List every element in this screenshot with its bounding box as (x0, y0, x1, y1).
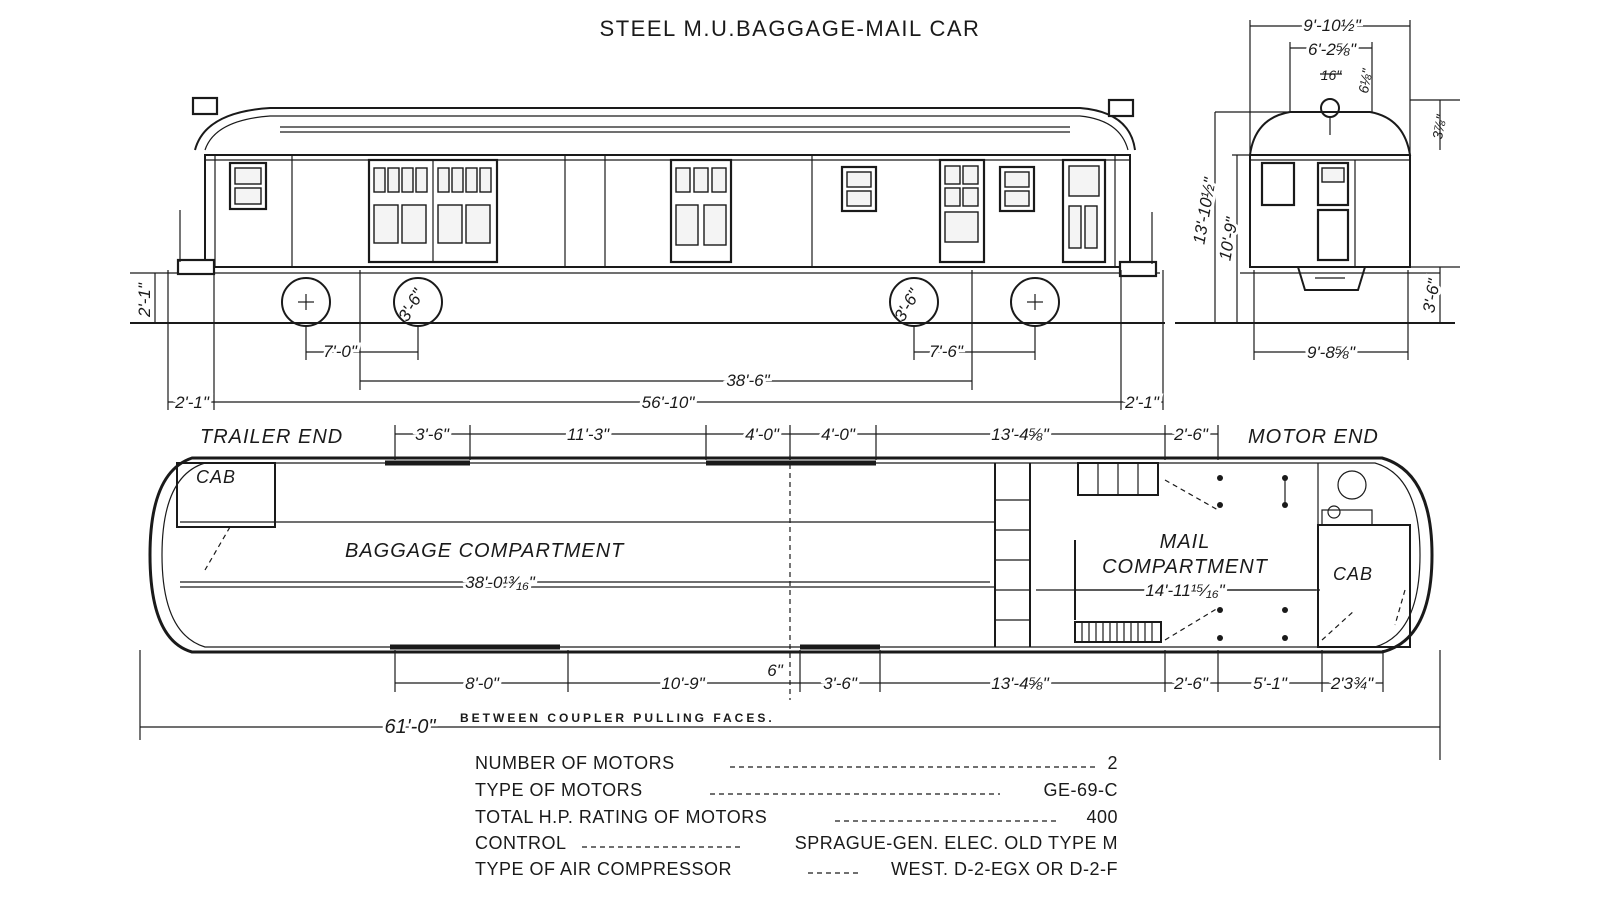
spec-label: TOTAL H.P. RATING OF MOTORS (475, 807, 767, 827)
spec-value: GE-69-C (1043, 780, 1118, 800)
spec-row: TYPE OF AIR COMPRESSOR WEST. D-2-EGX OR … (475, 859, 1118, 879)
dim-headlight: 16" (1321, 67, 1343, 83)
spec-value: 400 (1086, 807, 1118, 827)
spec-label: TYPE OF MOTORS (475, 780, 643, 800)
spec-row: NUMBER OF MOTORS 2 (475, 753, 1118, 773)
cab-left-label: CAB (196, 467, 236, 487)
drawing-title: STEEL M.U.BAGGAGE-MAIL CAR (600, 16, 981, 41)
dim-coupler-height: 2'-1" (135, 282, 154, 318)
plan-top-dim-4: 4'-0" (821, 425, 856, 444)
plan-top-dim-5: 13'-4⅝" (991, 425, 1049, 444)
specifications-table: NUMBER OF MOTORS 2 TYPE OF MOTORS GE-69-… (475, 753, 1118, 879)
dim-height-body: 10'-9" (1215, 215, 1241, 262)
end-elevation: 9'-10½" 6'-2⅝" 16" 6⅛" 3⅞" 13'-10½" 10'-… (1175, 13, 1460, 365)
plan-top-dim-6: 2'-6" (1173, 425, 1209, 444)
spec-row: TOTAL H.P. RATING OF MOTORS 400 (475, 807, 1118, 827)
cab-right-label: CAB (1333, 564, 1373, 584)
overall-length-note: BETWEEN COUPLER PULLING FACES. (460, 711, 775, 725)
plan-top-dim-2: 11'-3" (567, 425, 610, 444)
dim-body-length: 56'-10" (642, 393, 696, 412)
dim-overhang-right: 2'-1" (1124, 393, 1160, 412)
spec-row: CONTROL SPRAGUE-GEN. ELEC. OLD TYPE M (475, 833, 1118, 853)
plan-bottom-dim-3: 6" (767, 661, 783, 680)
plan-top-dim-1: 3'-6" (415, 425, 450, 444)
plan-bottom-dim-5: 13'-4⅝" (991, 674, 1049, 693)
side-elevation: 2'-1" 3'-6" 3'-6" 7'-0" 7'-6" 38'-6" 56'… (130, 96, 1165, 415)
dim-width-bottom: 9'-8⅝" (1307, 343, 1356, 362)
motor-end-label: MOTOR END (1248, 426, 1379, 448)
baggage-length: 38'-0¹³⁄₁₆" (465, 573, 536, 592)
plan-top-dim-3: 4'-0" (745, 425, 780, 444)
plan-bottom-dim-8: 2'3¾" (1330, 674, 1374, 693)
spec-value: WEST. D-2-EGX OR D-2-F (891, 859, 1118, 879)
dim-small-3: 3⅞" (1429, 113, 1449, 141)
spec-value: 2 (1107, 753, 1118, 773)
mail-length: 14'-11¹⁵⁄₁₆" (1145, 581, 1225, 600)
plan-bottom-dim-7: 5'-1" (1253, 674, 1288, 693)
dim-wheelbase-right: 7'-6" (929, 342, 964, 361)
plan-bottom-dim-4: 3'-6" (823, 674, 858, 693)
trailer-end-label: TRAILER END (200, 426, 343, 448)
baggage-compartment-label: BAGGAGE COMPARTMENT (345, 540, 625, 562)
dim-wheel-dia-right: 3'-6" (891, 285, 925, 325)
overall-length: 61'-0" (385, 716, 437, 738)
spec-value: SPRAGUE-GEN. ELEC. OLD TYPE M (795, 833, 1118, 853)
dim-roof-width: 6'-2⅝" (1308, 40, 1357, 59)
mail-label-2: COMPARTMENT (1102, 556, 1269, 578)
spec-row: TYPE OF MOTORS GE-69-C (475, 780, 1118, 800)
plan-view: TRAILER END MOTOR END CAB CAB BAGGAGE CO… (139, 422, 1441, 760)
dim-wheel-dia-left: 3'-6" (395, 285, 429, 325)
plan-bottom-dim-6: 2'-6" (1173, 674, 1209, 693)
plan-bottom-dim-2: 10'-9" (661, 674, 705, 693)
dim-width-top: 9'-10½" (1303, 16, 1361, 35)
spec-label: TYPE OF AIR COMPRESSOR (475, 859, 732, 879)
mail-label-1: MAIL (1160, 531, 1211, 553)
dim-wheelbase-left: 7'-0" (323, 342, 358, 361)
plan-bottom-dim-1: 8'-0" (465, 674, 500, 693)
dim-truck-centers: 38'-6" (726, 371, 770, 390)
dim-small-6: 6⅛" (1355, 67, 1375, 95)
spec-label: NUMBER OF MOTORS (475, 753, 675, 773)
dim-overhang-left: 2'-1" (174, 393, 210, 412)
spec-label: CONTROL (475, 833, 567, 853)
